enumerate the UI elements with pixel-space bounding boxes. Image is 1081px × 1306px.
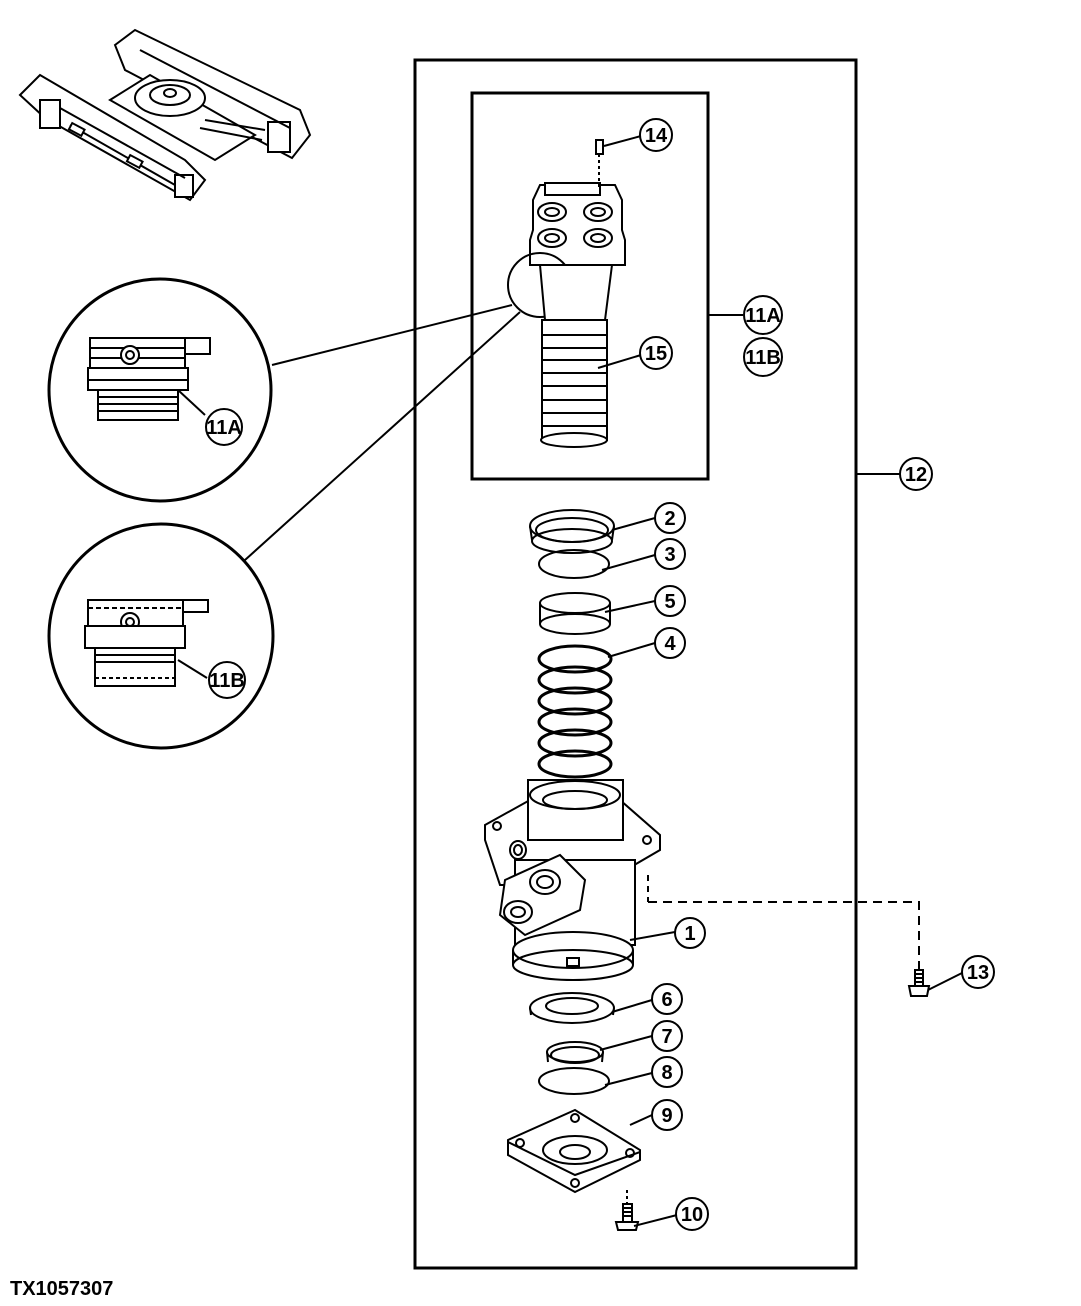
callout-11b: 11B [743,337,783,377]
part-2-seal-ring [529,509,615,554]
svg-text:8: 8 [661,1062,672,1084]
svg-text:11A: 11A [745,305,781,327]
spool-subassembly-frame [470,91,710,481]
callout-14: 14 [639,118,673,152]
part-3-o-ring [538,549,610,579]
callout-6: 6 [651,983,683,1015]
svg-text:13: 13 [967,962,989,984]
assembly-frame [413,58,858,1270]
callout-4: 4 [654,627,686,659]
part-10-bolt [614,1190,640,1231]
callout-7: 7 [651,1020,683,1052]
svg-text:5: 5 [664,591,675,613]
figure-id: TX1057307 [10,1278,113,1300]
svg-text:11B: 11B [209,670,245,692]
detail-leader-11b [244,311,521,561]
callout-10: 10 [675,1197,709,1231]
part-5-collar [539,592,611,635]
svg-text:10: 10 [681,1204,703,1226]
detail-view-11b [47,522,275,750]
svg-text:3: 3 [664,544,675,566]
callout-12: 12 [899,457,933,491]
part-13-bolt [647,875,931,997]
callout-15: 15 [639,336,673,370]
callout-2: 2 [654,502,686,534]
svg-text:9: 9 [661,1105,672,1127]
callout-8: 8 [651,1056,683,1088]
callout-5: 5 [654,585,686,617]
callout-13: 13 [961,955,995,989]
detail-view-11a [47,277,273,503]
svg-text:11A: 11A [206,417,242,439]
undercarriage-thumbnail [18,28,312,202]
svg-text:12: 12 [905,464,927,486]
callout-3: 3 [654,538,686,570]
svg-text:11B: 11B [745,347,781,369]
callout-9: 9 [651,1099,683,1131]
callout-11a-detail: 11A [205,408,243,446]
spool-assembly [507,139,626,448]
svg-text:15: 15 [645,343,667,365]
svg-text:6: 6 [661,989,672,1011]
part-6-thrust-plate [529,992,615,1024]
svg-text:1: 1 [684,923,695,945]
part-7-seal [546,1041,604,1064]
part-8-o-ring [538,1067,610,1095]
svg-text:2: 2 [664,508,675,530]
svg-text:7: 7 [661,1026,672,1048]
detail-leader-11a [271,304,513,366]
part-9-cover [507,1108,641,1194]
callout-11a: 11A [743,295,783,335]
callout-leaders [597,135,963,1227]
callout-11b-detail: 11B [208,661,246,699]
part-1-housing [484,779,661,981]
svg-text:4: 4 [664,633,676,655]
part-4-spring [537,644,613,779]
callout-1: 1 [674,917,706,949]
svg-text:14: 14 [645,125,668,147]
